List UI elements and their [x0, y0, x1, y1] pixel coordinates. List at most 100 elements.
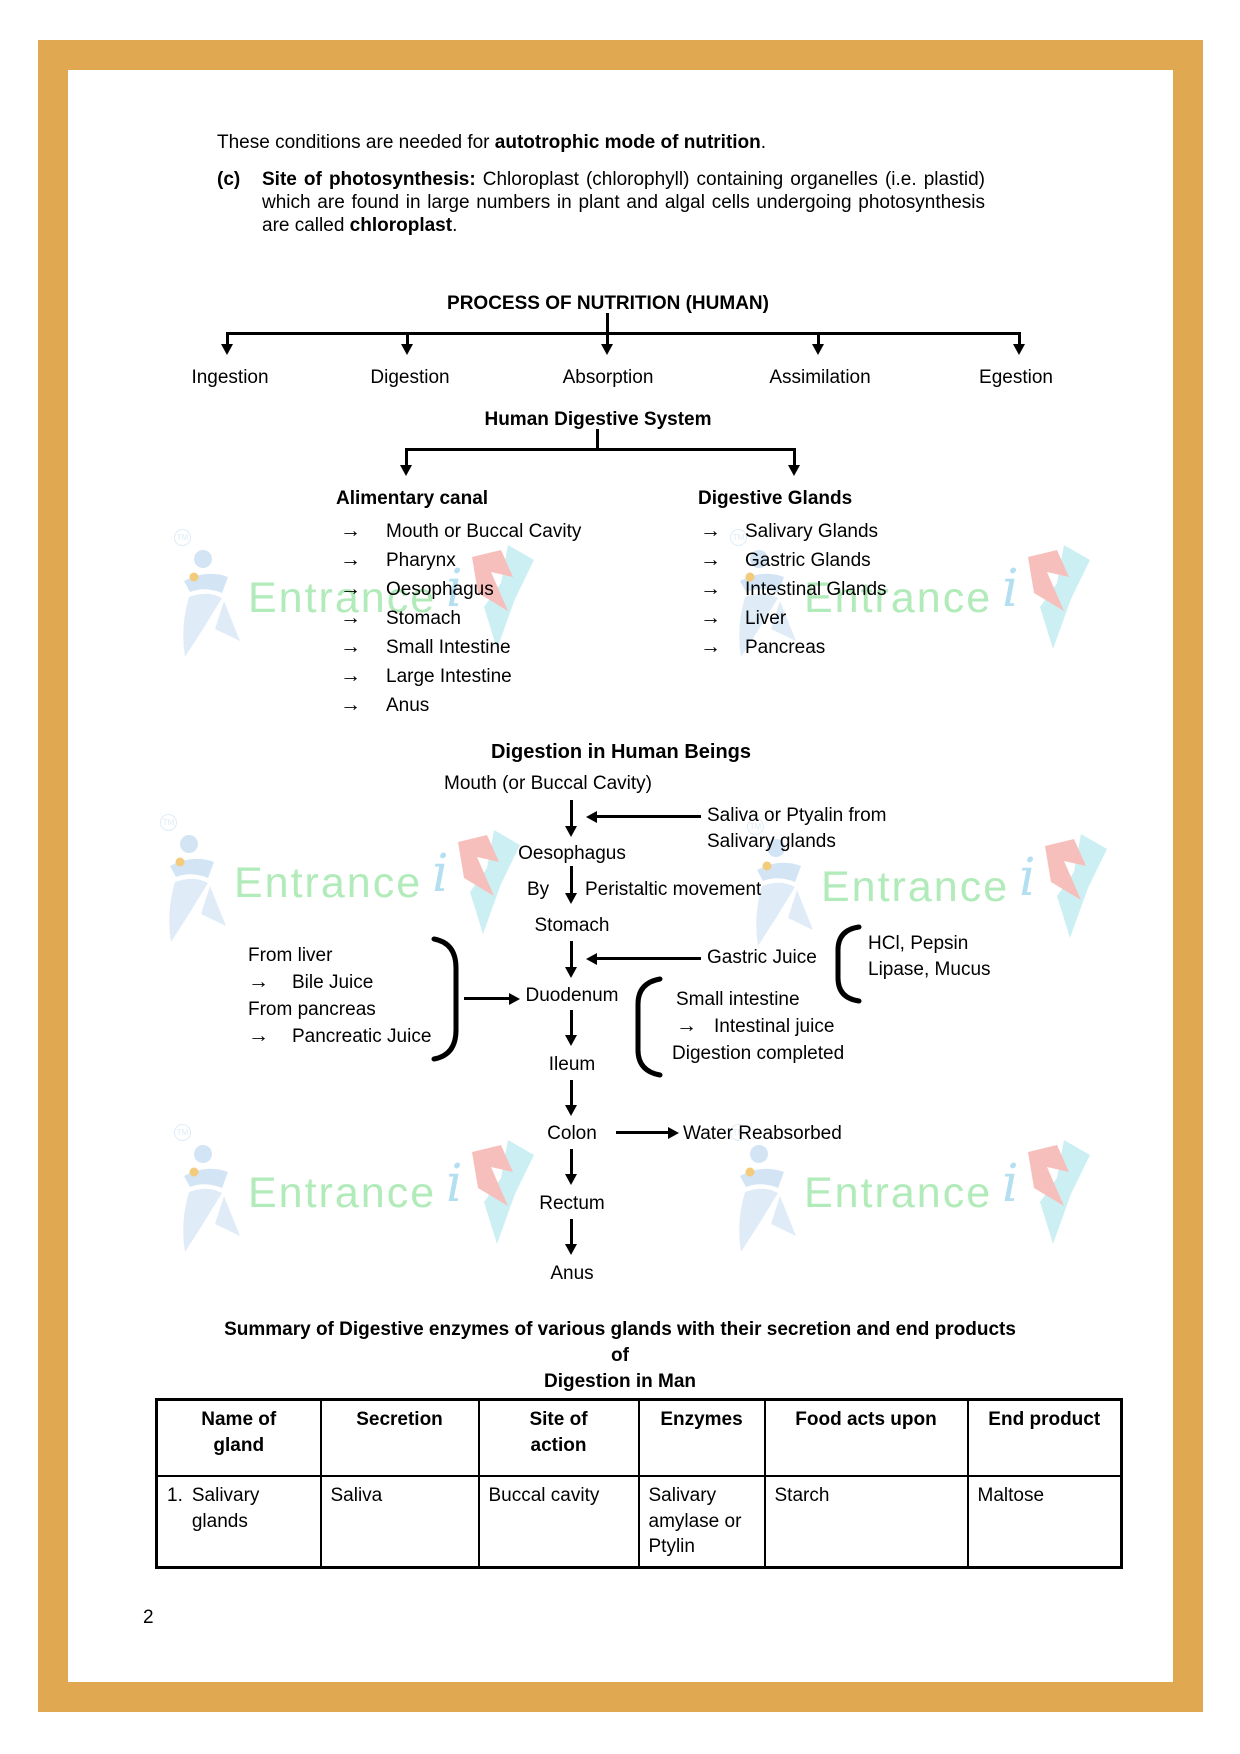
nutrition-tree-branch-line: [227, 332, 1021, 335]
summary-heading-line3: Digestion in Man: [544, 1371, 696, 1392]
gastric-components-line1: HCl, Pepsin: [868, 933, 969, 954]
tree-arrow-ingestion: [225, 332, 229, 344]
digestive-system-title: Human Digestive System: [484, 409, 712, 430]
pancreatic-juice-label: Pancreatic Juice: [292, 1026, 432, 1047]
peristaltic-by-label: By: [527, 879, 550, 900]
cell-site: Buccal cavity: [477, 1474, 640, 1569]
row-number: 1.: [167, 1485, 183, 1506]
list-item: Anus: [386, 695, 430, 716]
saliva-arrow: [597, 815, 701, 818]
cell-gland: 1. Salivary glands: [155, 1474, 322, 1569]
flow-node-oesophagus: Oesophagus: [518, 843, 626, 864]
tree-arrow-alimentary: [404, 448, 408, 465]
tree-arrow-glands: [792, 448, 796, 465]
arrow-icon: →: [676, 1014, 697, 1037]
flow-node-duodenum: Duodenum: [525, 985, 619, 1006]
digestive-tree-branch-line: [406, 448, 795, 451]
tree-arrow-digestion: [405, 332, 409, 344]
intro-sentence: These conditions are needed for autotrop…: [217, 132, 767, 153]
small-intestine-note-line2: Intestinal juice: [714, 1016, 835, 1037]
flow-arrow-duodenum-ileum: [569, 1010, 573, 1035]
from-pancreas-label: From pancreas: [248, 999, 376, 1020]
arrow-icon: →: [700, 606, 721, 629]
arrow-icon: →: [700, 548, 721, 571]
arrow-icon: →: [700, 635, 721, 658]
arrow-icon: →: [248, 970, 269, 993]
list-item: Oesophagus: [386, 579, 494, 600]
stage-ingestion: Ingestion: [191, 367, 269, 388]
gastric-juice-arrow: [597, 957, 701, 960]
gastric-components-line2: Lipase, Mucus: [868, 959, 991, 980]
gastric-components-bracket: [835, 924, 862, 1004]
col-header-enzymes: Enzymes: [637, 1398, 766, 1477]
list-item: Salivary Glands: [745, 521, 879, 542]
tree-arrow-assimilation: [816, 332, 820, 344]
col-header-food: Food acts upon: [763, 1398, 969, 1477]
cell-secretion: Saliva: [319, 1474, 480, 1569]
list-item: Stomach: [386, 608, 461, 629]
list-item: Gastric Glands: [745, 550, 871, 571]
digestive-glands-heading: Digestive Glands: [698, 488, 853, 509]
arrow-icon: →: [340, 635, 361, 658]
item-c-paragraph: Site of photosynthesis: Chloroplast (chl…: [262, 169, 985, 236]
list-item: Small Intestine: [386, 637, 511, 658]
arrow-icon: →: [700, 577, 721, 600]
list-item: Large Intestine: [386, 666, 512, 687]
page-border: [38, 40, 1203, 1712]
arrow-icon: →: [340, 577, 361, 600]
arrow-icon: →: [340, 606, 361, 629]
item-c-label: (c): [217, 169, 241, 190]
list-item: Pancreas: [745, 637, 826, 658]
cell-food: Starch: [763, 1474, 969, 1569]
saliva-note-line2: Salivary glands: [707, 831, 836, 852]
juices-to-duodenum-arrow: [464, 997, 509, 1000]
table-row: 1. Salivary glands Saliva Buccal cavity …: [155, 1474, 1123, 1569]
stage-absorption: Absorption: [562, 367, 654, 388]
from-liver-label: From liver: [248, 945, 333, 966]
flow-node-rectum: Rectum: [539, 1193, 605, 1214]
col-header-gland: Name of gland: [155, 1398, 322, 1477]
cell-enzymes: Salivary amylase or Ptylin: [637, 1474, 766, 1569]
list-item: Liver: [745, 608, 787, 629]
flow-arrow-ileum-colon: [569, 1080, 573, 1105]
enzymes-table: Name of gland Secretion Site of action E…: [155, 1398, 1123, 1569]
page-number: 2: [143, 1607, 154, 1628]
flow-arrow-stomach-duodenum: [569, 941, 573, 967]
list-item: Pharynx: [386, 550, 456, 571]
arrow-icon: →: [340, 693, 361, 716]
flow-arrow-rectum-anus: [569, 1219, 573, 1244]
flow-node-ileum: Ileum: [548, 1054, 596, 1075]
flow-node-mouth: Mouth (or Buccal Cavity): [443, 773, 653, 794]
digestion-flow-title: Digestion in Human Beings: [490, 741, 752, 763]
col-header-secretion: Secretion: [319, 1398, 480, 1477]
bile-juice-label: Bile Juice: [292, 972, 374, 993]
col-header-end-product: End product: [966, 1398, 1123, 1477]
alimentary-canal-heading: Alimentary canal: [336, 488, 489, 509]
summary-heading-line1: Summary of Digestive enzymes of various …: [224, 1319, 1016, 1340]
small-intestine-note-line3: Digestion completed: [672, 1043, 845, 1064]
arrow-icon: →: [340, 519, 361, 542]
nutrition-tree-stub-line: [606, 313, 609, 332]
nutrition-tree-title: PROCESS OF NUTRITION (HUMAN): [447, 293, 769, 314]
list-item: Mouth or Buccal Cavity: [386, 521, 582, 542]
flow-node-stomach: Stomach: [534, 915, 610, 936]
liver-pancreas-bracket: [431, 936, 459, 1062]
saliva-note-line1: Saliva or Ptyalin from: [707, 805, 887, 826]
stage-digestion: Digestion: [370, 367, 450, 388]
arrow-icon: →: [340, 548, 361, 571]
flow-arrow-oesophagus-stomach: [569, 866, 573, 893]
gastric-juice-label: Gastric Juice: [707, 947, 817, 968]
flow-node-colon: Colon: [547, 1123, 597, 1144]
small-intestine-bracket: [635, 976, 663, 1078]
digestive-tree-stub-line: [596, 429, 599, 448]
col-header-site: Site of action: [477, 1398, 640, 1477]
stage-egestion: Egestion: [979, 367, 1053, 388]
flow-arrow-colon-rectum: [569, 1149, 573, 1174]
cell-end-product: Maltose: [966, 1474, 1123, 1569]
water-reabsorbed-label: Water Reabsorbed: [683, 1123, 842, 1144]
arrow-icon: →: [340, 664, 361, 687]
water-reabsorbed-arrow: [616, 1131, 668, 1134]
table-header-row: Name of gland Secretion Site of action E…: [155, 1398, 1123, 1477]
tree-arrow-egestion: [1017, 332, 1021, 344]
